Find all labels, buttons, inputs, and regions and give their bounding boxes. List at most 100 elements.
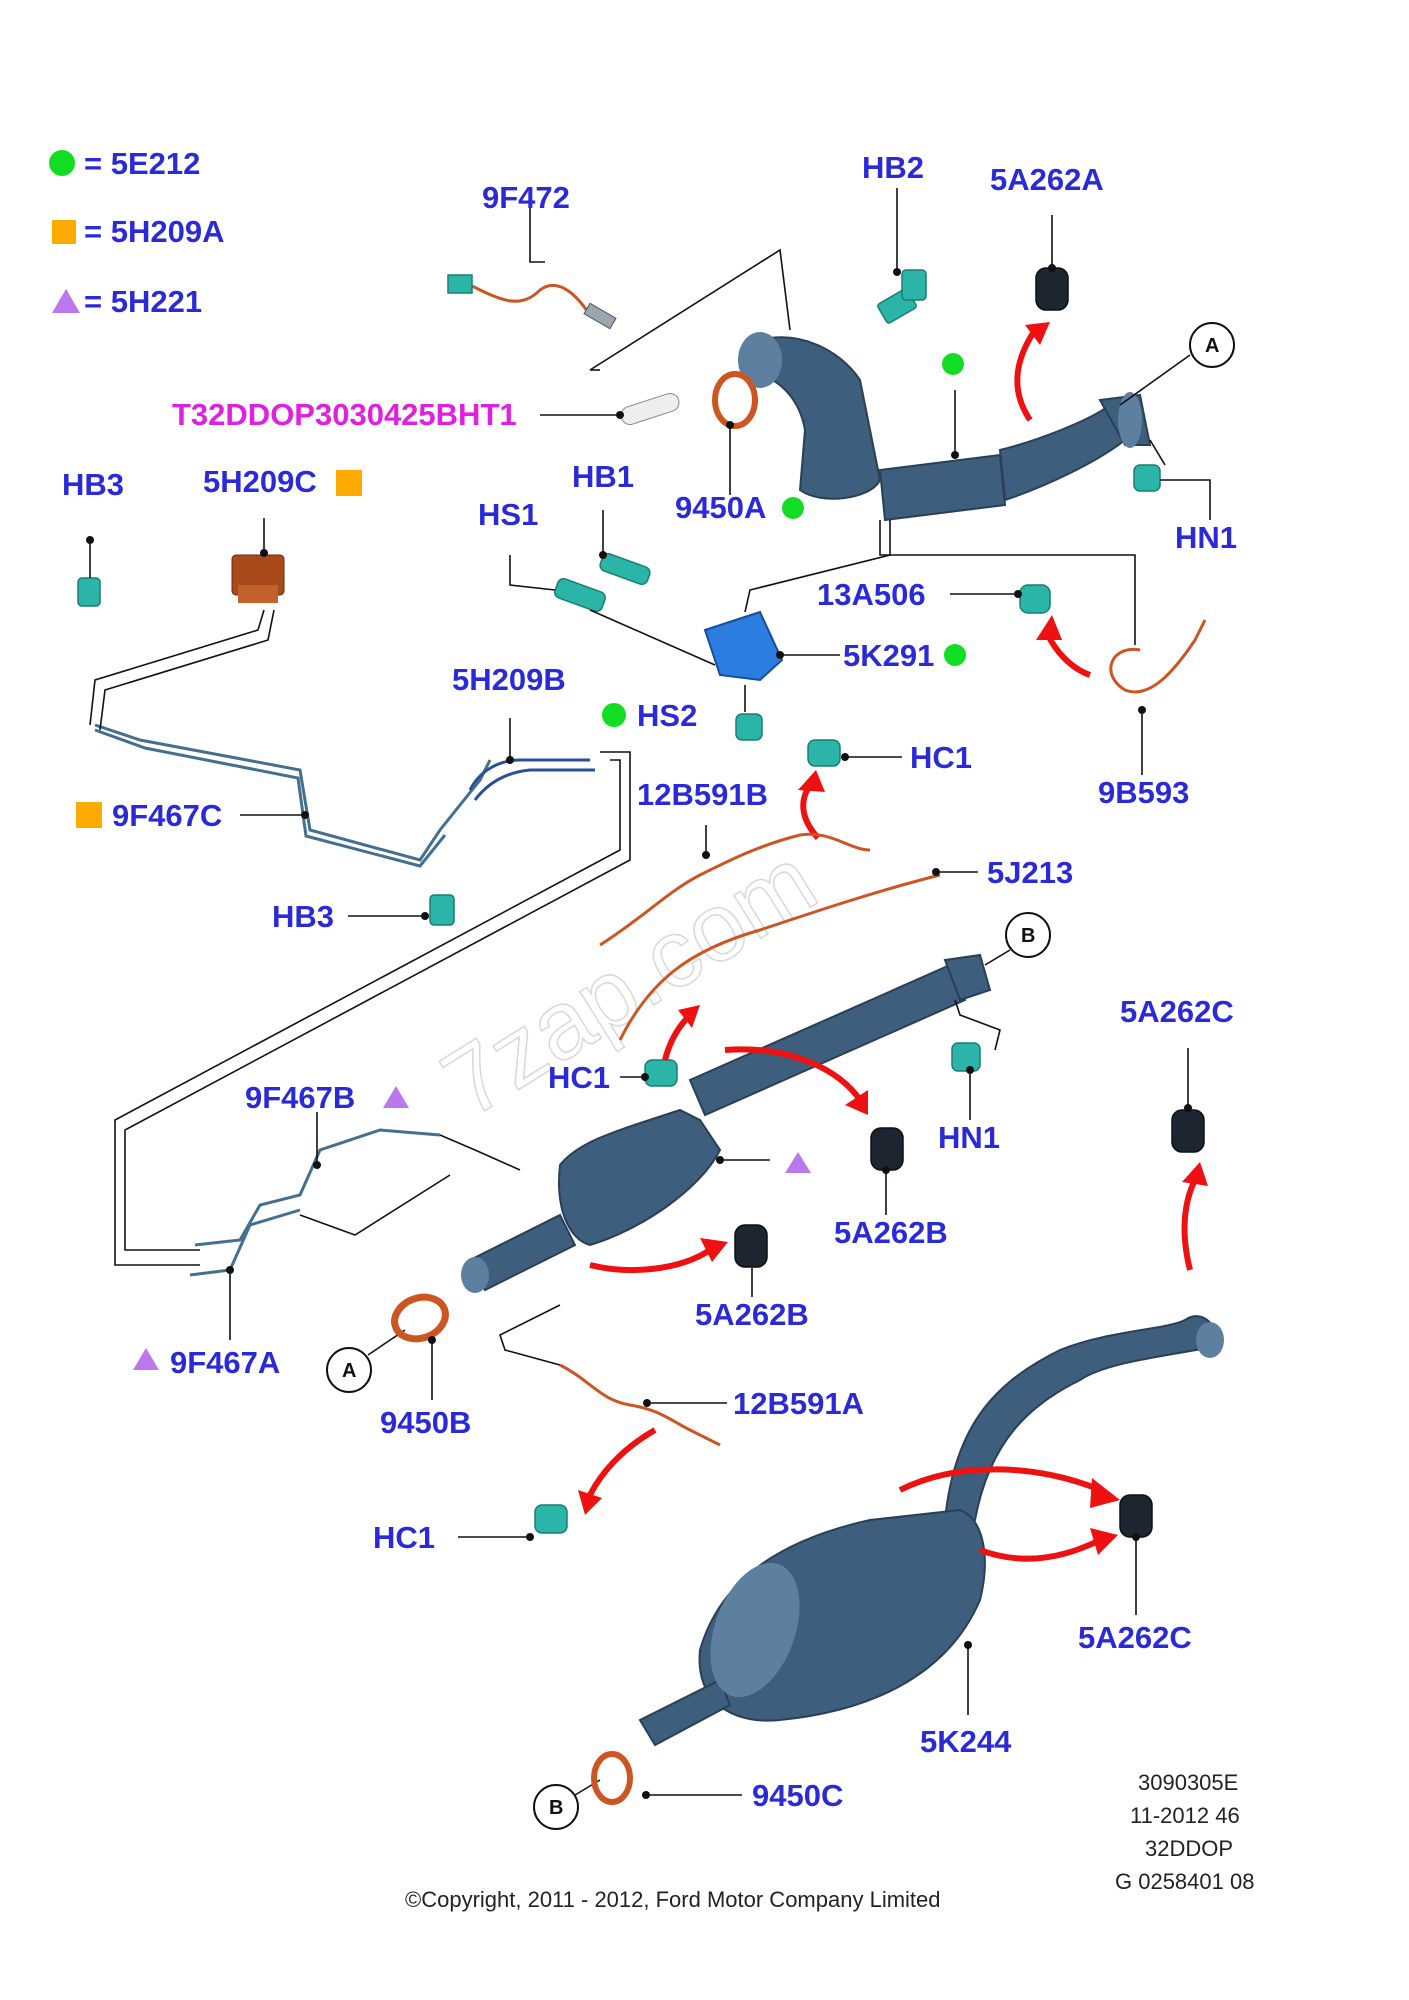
legend-5E212-text: = 5E212 [84, 146, 200, 181]
label-12B591B: 12B591B [637, 777, 768, 812]
label-HB3-top: HB3 [62, 467, 124, 502]
gasket-9450B [391, 1293, 449, 1343]
bracket-5K291 [703, 610, 784, 682]
callout-A-bottom-text: A [342, 1360, 356, 1382]
label-5A262C-top: 5A262C [1120, 994, 1234, 1029]
clip-13A506 [1019, 584, 1051, 614]
label-13A506: 13A506 [817, 577, 926, 612]
mount-5A262B-mid-icon [734, 1224, 768, 1268]
callout-A-top [1189, 322, 1235, 368]
ref-line-2: 11-2012 46 [1130, 1803, 1240, 1828]
label-5A262C-bottom: 5A262C [1078, 1620, 1192, 1655]
legend-purple-triangle-icon [52, 289, 80, 313]
clip-HC1-mid [644, 1059, 678, 1087]
label-HS2: HS2 [637, 698, 697, 733]
ref-line-1: 3090305E [1138, 1770, 1238, 1795]
label-12B591A: 12B591A [733, 1386, 864, 1421]
label-5A262A: 5A262A [990, 162, 1104, 197]
copyright-notice: ©Copyright, 2011 - 2012, Ford Motor Comp… [405, 1887, 941, 1912]
green-circle-cat-icon [942, 353, 964, 375]
plug-T32DDOP [620, 393, 680, 425]
label-5H209B: 5H209B [452, 662, 566, 697]
clip-HC1-top [807, 739, 841, 767]
orange-square-9F467C-icon [76, 802, 102, 828]
label-5A262B-mid: 5A262B [695, 1297, 809, 1332]
callout-A-bottom [326, 1347, 372, 1393]
purple-triangle-dpf-icon [785, 1152, 811, 1173]
purple-triangle-9F467B-icon [383, 1086, 409, 1108]
sensor-12B591B [599, 832, 871, 947]
label-9450C: 9450C [752, 1778, 843, 1813]
callout-B-bottom [533, 1784, 579, 1830]
sensor-9B593 [1109, 619, 1207, 694]
hose-5H209B [468, 758, 595, 801]
red-arrow-5A262A [1014, 328, 1038, 422]
label-HB2: HB2 [862, 150, 924, 185]
stud-HB2 [877, 269, 927, 324]
label-HS1: HS1 [478, 497, 538, 532]
label-9F467C: 9F467C [112, 798, 222, 833]
gasket-9450A [712, 371, 758, 429]
label-HN1-mid: HN1 [938, 1120, 1000, 1155]
green-circle-9450A-icon [782, 497, 804, 519]
legend: = 5E212 = 5H209A = 5H221 [49, 146, 224, 319]
callout-A-top-text: A [1205, 335, 1219, 357]
label-HC1-mid: HC1 [548, 1060, 610, 1095]
label-5H209C: 5H209C [203, 464, 317, 499]
bolt-HB3-bottom [429, 894, 455, 926]
stud-HS1 [554, 577, 606, 613]
watermark: 7zap.com [424, 827, 834, 1138]
callout-B-bottom-text: B [549, 1797, 563, 1819]
label-HC1-top: HC1 [910, 740, 972, 775]
label-9450B: 9450B [380, 1405, 471, 1440]
legend-5H221-text: = 5H221 [84, 284, 202, 319]
label-9450A: 9450A [675, 490, 766, 525]
ref-line-3: 32DDOP [1145, 1836, 1233, 1861]
label-9F472: 9F472 [482, 180, 570, 215]
label-5J213: 5J213 [987, 855, 1073, 890]
green-circle-HS2-icon [602, 703, 626, 727]
nut-HS2 [735, 713, 763, 741]
label-9B593: 9B593 [1098, 775, 1189, 810]
clip-HC1-bottom [534, 1504, 568, 1534]
mount-5A262C-top-icon [1171, 1109, 1205, 1153]
sensor-5J213 [618, 873, 941, 1041]
gasket-9450C [591, 1751, 633, 1805]
legend-orange-square-icon [52, 220, 76, 244]
legend-5H209A-text: = 5H209A [84, 214, 224, 249]
nut-HN1-mid [951, 1042, 981, 1072]
label-5A262B-right: 5A262B [834, 1215, 948, 1250]
mount-5A262B-right-icon [870, 1127, 904, 1171]
pipe-9F467B [189, 1128, 441, 1277]
callout-B-top [1005, 912, 1051, 958]
ref-line-4: G 0258401 08 [1115, 1869, 1254, 1894]
label-9F467B: 9F467B [245, 1080, 355, 1115]
mount-5A262C-bottom-icon [1119, 1494, 1153, 1538]
label-HB3-bottom: HB3 [272, 899, 334, 934]
label-HB1: HB1 [572, 459, 634, 494]
pipe-assembly-9F467C [89, 609, 492, 868]
oxygen-sensor-9F472 [447, 274, 617, 330]
mount-5A262A-icon [1035, 267, 1069, 311]
legend-green-circle-icon [49, 150, 75, 176]
reference-block: 3090305E 11-2012 46 32DDOP G 0258401 08 [1115, 1770, 1254, 1894]
catalytic-converter [738, 332, 1152, 522]
label-HC1-bottom: HC1 [373, 1520, 435, 1555]
nut-HN1-top [1133, 464, 1161, 492]
pressure-sensor-5H209C [231, 554, 285, 603]
stud-HB1 [599, 552, 651, 586]
label-HN1-top: HN1 [1175, 520, 1237, 555]
bolt-HB3-top [77, 577, 101, 607]
sensor-12B591A [559, 1363, 721, 1447]
label-9F467A: 9F467A [170, 1345, 280, 1380]
label-T32DDOP3030425BHT1: T32DDOP3030425BHT1 [172, 397, 517, 432]
label-5K291: 5K291 [843, 638, 934, 673]
green-circle-5K291-icon [944, 644, 966, 666]
purple-triangle-9F467A-icon [133, 1348, 159, 1370]
callout-B-top-text: B [1021, 925, 1035, 947]
rear-muffler-5K244 [638, 1315, 1224, 1747]
label-5K244: 5K244 [920, 1724, 1012, 1759]
orange-square-5H209C-icon [336, 470, 362, 496]
diesel-particulate-filter [461, 953, 992, 1293]
